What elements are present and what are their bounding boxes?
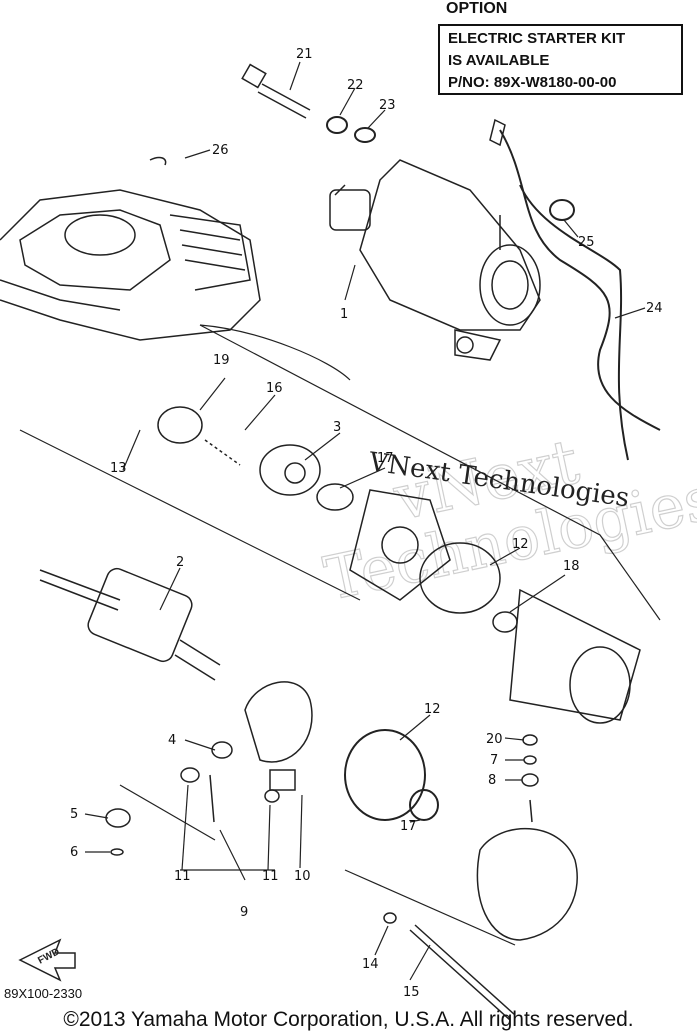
label-10: 10 xyxy=(294,869,311,884)
label-1: 1 xyxy=(340,307,348,322)
label-23: 23 xyxy=(379,98,396,113)
exploded-frame xyxy=(19,324,661,946)
label-3: 3 xyxy=(333,420,341,435)
label-19: 19 xyxy=(213,353,230,368)
starter-motor xyxy=(329,159,541,361)
diagram-code: 89X100-2330 xyxy=(4,986,83,1001)
label-4: 4 xyxy=(168,733,176,748)
label-9: 9 xyxy=(240,905,248,920)
bolt-21 xyxy=(241,63,311,119)
nut-25 xyxy=(549,199,575,221)
label-26: 26 xyxy=(212,143,229,158)
label-21: 21 xyxy=(296,47,313,62)
cable-24 xyxy=(499,129,661,461)
label-15: 14 xyxy=(362,957,379,972)
washer-17-lower xyxy=(409,789,439,821)
through-bolt-14 xyxy=(383,912,516,1021)
label-16: 16 xyxy=(266,381,283,396)
o-ring-12-lower xyxy=(344,729,426,821)
brush-holder xyxy=(105,681,313,856)
armature-2 xyxy=(39,567,221,681)
label-24: 24 xyxy=(646,301,663,316)
label-7: 7 xyxy=(490,753,498,768)
copyright-notice: ©2013 Yamaha Motor Corporation, U.S.A. A… xyxy=(63,1008,634,1031)
label-5: 5 xyxy=(70,807,78,822)
label-6: 6 xyxy=(70,845,78,860)
label-17-upper: 17 xyxy=(377,451,394,466)
part-labels: 21 22 23 26 1 24 25 19 16 3 17 13 12 18 … xyxy=(70,47,663,1000)
label-25: 25 xyxy=(578,235,595,250)
label-12-upper: 12 xyxy=(512,537,529,552)
cable-terminal xyxy=(489,118,506,147)
label-2: 2 xyxy=(176,555,184,570)
label-22: 22 xyxy=(347,78,364,93)
label-20: 20 xyxy=(486,732,503,747)
leader-lines xyxy=(84,61,646,981)
label-17-lower: 17 xyxy=(400,819,417,834)
option-line-3: P/NO: 89X-W8180-00-00 xyxy=(448,74,617,91)
engine-block xyxy=(0,156,261,341)
option-line-2: IS AVAILABLE xyxy=(448,52,550,69)
label-11-right: 11 xyxy=(262,869,279,884)
option-title: OPTION xyxy=(446,0,508,17)
label-8: 8 xyxy=(488,773,496,788)
pinion-assembly xyxy=(157,406,354,511)
option-line-1: ELECTRIC STARTER KIT xyxy=(448,30,626,47)
option-box: ELECTRIC STARTER KIT IS AVAILABLE P/NO: … xyxy=(438,24,683,95)
label-12-lower: 12 xyxy=(424,702,441,717)
label-18: 18 xyxy=(563,559,580,574)
washer-23 xyxy=(354,127,376,143)
nut-22 xyxy=(326,116,348,134)
front-cover xyxy=(349,489,641,724)
label-14: 15 xyxy=(403,985,420,1000)
label-13: 13 xyxy=(110,461,127,476)
label-11-left: 11 xyxy=(174,869,191,884)
fwd-arrow: FWD xyxy=(18,938,76,982)
